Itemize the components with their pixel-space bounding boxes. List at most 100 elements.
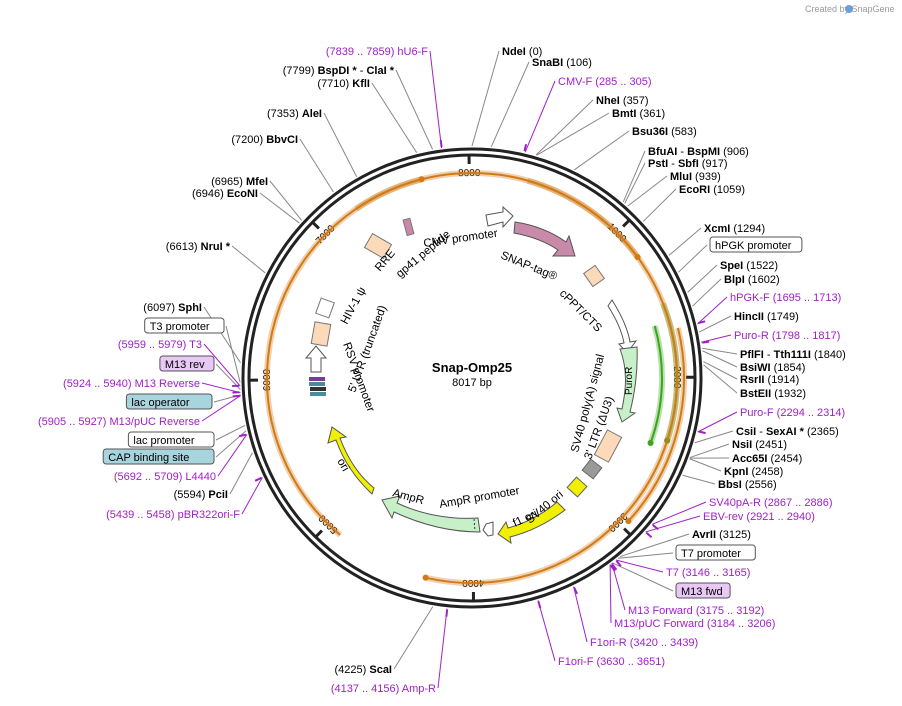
label-right-3: NheI (357): [596, 95, 649, 107]
label-left-8: (6097) SphI: [143, 302, 202, 314]
primer-mark: [652, 524, 659, 531]
leader-line: [689, 443, 730, 459]
leader-line: [225, 325, 241, 383]
primer-mark: [698, 430, 706, 435]
leader-line: [678, 244, 708, 273]
label-box: [102, 448, 215, 465]
leader-line: [622, 150, 646, 203]
label-text: (5439 .. 5458) pBR322ori-F: [106, 509, 240, 521]
label-text: F1ori-R (3420 .. 3439): [590, 637, 698, 649]
leader-line: [395, 69, 434, 150]
label-text: EBV-rev (2921 .. 2940): [703, 511, 815, 523]
label-text: Puro-R (1798 .. 1817): [734, 330, 840, 342]
label-right-23: NsiI (2451): [732, 439, 787, 451]
feature-puror: PuroR: [624, 367, 635, 395]
feature-hiv: HIV-1 ψ: [339, 285, 368, 326]
label-right-9: EcoRI (1059): [679, 184, 745, 196]
label-right-20: BstEII (1932): [740, 388, 806, 400]
label-left-11: M13 rev: [159, 355, 215, 372]
label-right-35: F1ori-R (3420 .. 3439): [590, 637, 698, 649]
sv40-polya-box: [581, 458, 603, 480]
lac-bar-1: [309, 377, 325, 381]
leader-line: [535, 99, 594, 156]
leader-line: [574, 130, 630, 171]
label-right-21: Puro-F (2294 .. 2314): [740, 407, 845, 419]
puror-arrow: [616, 346, 638, 423]
ampr-promoter-arrow: [482, 521, 494, 537]
label-right-11: hPGK promoter: [709, 236, 803, 253]
label-text: NheI (357): [596, 95, 649, 107]
label-text: (7839 .. 7859) hU6-F: [326, 46, 428, 58]
primer-mark: [645, 531, 653, 538]
primer-mark: [609, 564, 616, 572]
label-left-5: (6965) MfeI: [211, 176, 268, 188]
tick-mark: [314, 529, 324, 539]
label-text: SpeI (1522): [720, 260, 778, 272]
leader-line: [429, 50, 443, 149]
label-right-0: NdeI (0): [502, 46, 542, 58]
plasmid-title: Snap-Omp25: [432, 360, 512, 375]
label-right-27: SV40pA-R (2867 .. 2886): [709, 497, 833, 509]
leader-line: [703, 364, 738, 394]
label-text: CMV-F (285 .. 305): [558, 76, 652, 88]
snap-tag-arrow: [513, 221, 576, 257]
leader-line: [215, 424, 246, 441]
arc-orange-3-head: [625, 518, 632, 525]
label-text: (5905 .. 5927) M13/pUC Reverse: [38, 416, 200, 428]
label-right-28: EBV-rev (2921 .. 2940): [703, 511, 815, 523]
label-right-6: BfuAI - BspMI (906): [648, 146, 749, 158]
label-left-10: (5959 .. 5979) T3: [118, 339, 202, 351]
leader-line: [393, 606, 434, 670]
primer-mark: [523, 143, 528, 152]
feature-cppt: cPPT/CTS: [557, 288, 604, 335]
leader-line: [687, 264, 718, 293]
label-right-29: AvrII (3125): [692, 529, 751, 541]
feature-ampr-promoter: AmpR promoter: [438, 485, 520, 511]
leader-line: [651, 501, 707, 525]
tick-mark: [311, 221, 320, 230]
label-left-0: (7839 .. 7859) hU6-F: [326, 46, 428, 58]
rre-box: [363, 232, 393, 260]
primer-mark: [615, 560, 622, 567]
label-right-14: hPGK-F (1695 .. 1713): [730, 292, 841, 304]
label-box: [675, 544, 756, 561]
label-text: BfuAI - BspMI (906): [648, 146, 749, 158]
leader-line: [229, 452, 253, 495]
label-left-2: (7710) KflI: [317, 78, 370, 90]
tick-mark: [623, 527, 632, 536]
leader-line: [231, 245, 266, 274]
label-right-22: CsiI - SexAI * (2365): [736, 426, 839, 438]
label-text: (4137 .. 4156) Amp-R: [331, 683, 436, 695]
arc-green-2-line: [649, 325, 663, 444]
label-text: NsiI (2451): [732, 439, 787, 451]
label-right-5: Bsu36I (583): [632, 126, 697, 138]
primer-mark: [537, 601, 542, 609]
ori-arrow: [327, 426, 375, 495]
leader-line: [702, 350, 738, 368]
ampr-arrow: [381, 495, 481, 533]
label-text: BstEII (1932): [740, 388, 806, 400]
primer-mark: [702, 340, 710, 344]
arc-green-2-head: [647, 440, 654, 447]
label-right-32: M13 fwd: [675, 582, 731, 599]
label-text: T7 (3146 .. 3165): [666, 567, 750, 579]
label-left-6: (6946) EcoNI: [192, 188, 258, 200]
leader-line: [682, 474, 716, 485]
label-left-1: (7799) BspDI * - ClaI *: [283, 65, 395, 77]
leader-line: [371, 82, 418, 153]
arc-orange-4-head: [422, 574, 429, 581]
leader-line: [537, 600, 556, 662]
label-left-20: (4225) ScaI: [335, 664, 393, 676]
leader-line: [692, 278, 722, 307]
label-text: M13 rev: [165, 359, 205, 371]
leader-line: [697, 296, 728, 325]
label-right-24: Acc65I (2454): [732, 453, 802, 465]
ltr3-box: [593, 429, 623, 463]
feature-gp41: gp41 peptide: [394, 228, 453, 280]
label-left-12: (5924 .. 5940) M13 Reverse: [63, 378, 200, 390]
label-left-21: (4137 .. 4156) Amp-R: [331, 683, 436, 695]
label-text: T7 promoter: [681, 548, 741, 560]
leader-line: [697, 411, 738, 433]
label-text: HincII (1749): [734, 311, 799, 323]
